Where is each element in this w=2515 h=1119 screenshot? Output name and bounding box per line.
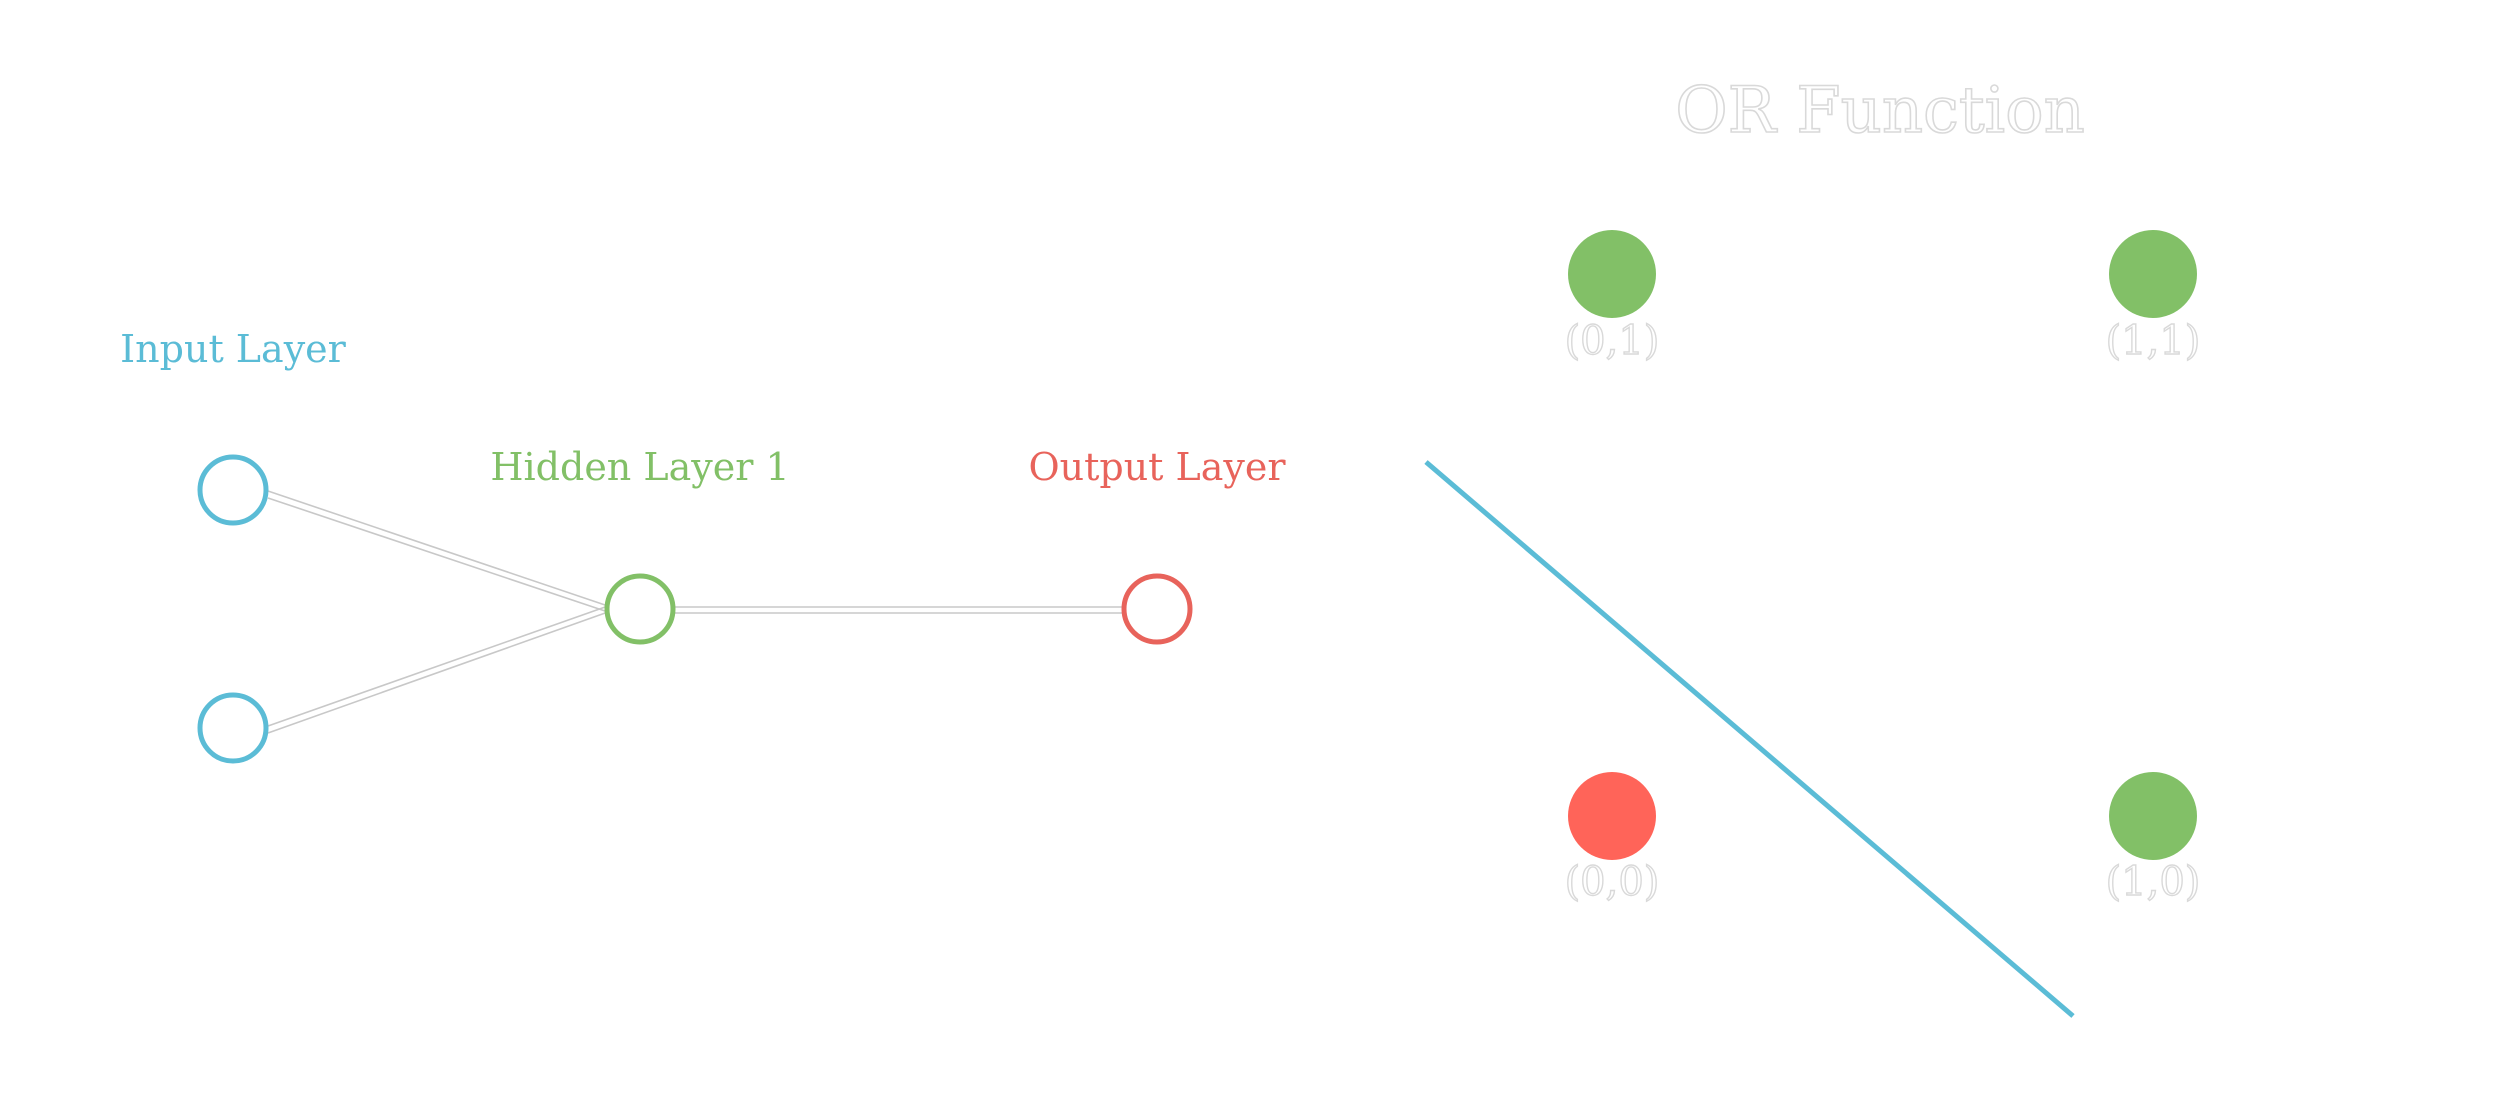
data-point-1-1: (1,1): [2105, 230, 2201, 365]
output-layer-label: Output Layer: [1028, 445, 1286, 489]
edge-input1-hidden1: [267, 490, 609, 613]
or-function-plot: OR Function (0,1) (1,1) (0,0) (1,0): [1424, 73, 2201, 1018]
point-marker: [1568, 230, 1656, 318]
decision-boundary-line: [1424, 460, 2075, 1018]
point-label: (0,0): [1565, 859, 1660, 905]
point-marker: [1568, 772, 1656, 860]
input-layer-label: Input Layer: [120, 327, 346, 371]
data-point-0-1: (0,1): [1564, 230, 1660, 365]
point-label: (1,1): [2106, 318, 2201, 364]
edge-input2-hidden1: [267, 605, 609, 734]
point-marker: [2109, 772, 2197, 860]
hidden-layer-label: Hidden Layer 1: [490, 445, 789, 489]
network-diagram: Input Layer Hidden Layer 1 Output Layer: [120, 327, 1286, 764]
point-label: (0,1): [1565, 318, 1660, 364]
data-point-1-0: (1,0): [2105, 772, 2201, 906]
input-neuron-2: [197, 692, 269, 764]
point-marker: [2109, 230, 2197, 318]
network-edges: [267, 490, 1124, 734]
point-label: (1,0): [2106, 859, 2201, 905]
input-neuron-1: [197, 454, 269, 526]
data-point-0-0: (0,0): [1564, 772, 1660, 906]
plot-title: OR Function: [1675, 74, 2085, 148]
edge-hidden1-output1: [672, 606, 1124, 614]
hidden-neuron-1: [604, 573, 676, 645]
output-neuron-1: [1121, 573, 1193, 645]
